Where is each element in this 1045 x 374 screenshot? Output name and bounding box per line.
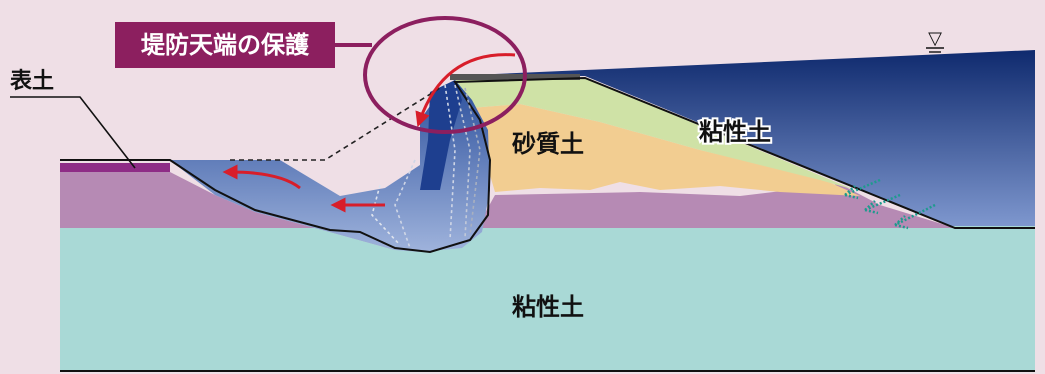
- crest-highlight-circle: [363, 16, 527, 134]
- callout-box: [115, 22, 335, 68]
- erosion-flow-arrows: [222, 53, 516, 213]
- embankment-clay-label: 粘性土: [699, 118, 771, 146]
- foundation-clay-layer: [60, 226, 1035, 372]
- sandy-soil-layer: [470, 104, 860, 196]
- overflow-arrow: [415, 53, 516, 128]
- overflow-sheet: [420, 80, 462, 190]
- failure-lines: [371, 84, 481, 249]
- river-water: [450, 50, 1035, 228]
- ground-outline: [60, 76, 1035, 254]
- callout-label: 堤防天端の保護: [141, 31, 310, 59]
- purple-subsoil-layer: [60, 172, 955, 250]
- seepage-arrows: [844, 178, 936, 230]
- scour-water: [170, 80, 490, 252]
- water-level-mark: ▽: [928, 28, 942, 49]
- foundation-clay-label: 粘性土: [512, 293, 584, 321]
- topsoil-label: 表土: [10, 69, 54, 94]
- topsoil-leader: [10, 96, 136, 169]
- sandy-soil-label: 砂質土: [512, 130, 584, 158]
- toe-flow-arrow-1: [222, 164, 301, 190]
- crest-paving: [450, 74, 580, 80]
- topsoil-strip: [60, 163, 170, 172]
- original-slope-dashed: [230, 87, 441, 161]
- clay-embankment: [455, 78, 855, 190]
